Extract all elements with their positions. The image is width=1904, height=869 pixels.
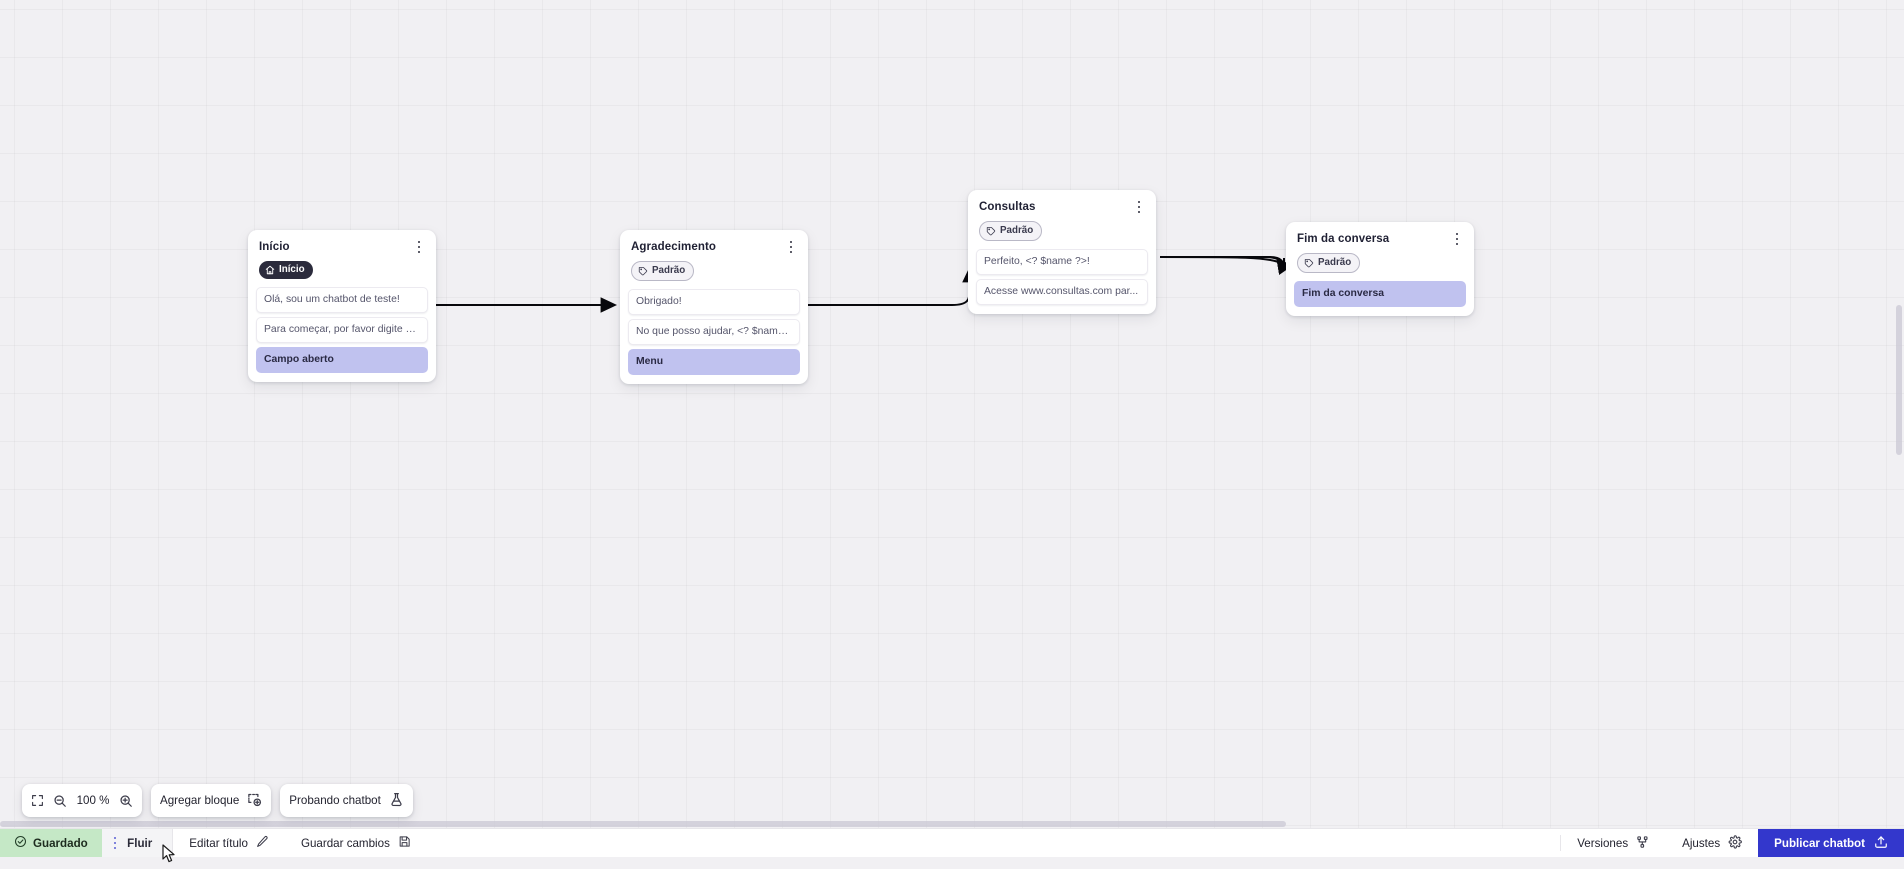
node-header: Consultas [976,198,1148,215]
node-row-accent[interactable]: Campo aberto [256,347,428,373]
tag-icon [638,266,648,276]
node-badge-label: Início [279,265,305,275]
node-menu-icon[interactable] [1132,199,1146,215]
node-menu-icon[interactable] [412,239,426,255]
tab-fluir[interactable]: Fluir [102,829,174,857]
flow-node-inicio[interactable]: Início Início Olá, sou um chatbot de tes… [248,230,436,382]
edge-agradecimento-to-consultas [806,268,970,305]
test-chatbot-group[interactable]: Probando chatbot [280,784,413,817]
edit-title-button[interactable]: Editar título [173,829,285,857]
saved-status-badge: Guardado [0,829,102,857]
horizontal-scrollbar[interactable] [0,821,1286,827]
save-changes-label: Guardar cambios [301,837,390,850]
test-chatbot-label: Probando chatbot [289,794,381,807]
node-title: Agradecimento [631,240,716,254]
home-icon [265,265,275,275]
publish-label: Publicar chatbot [1774,837,1865,850]
fullscreen-icon[interactable] [31,794,44,807]
upload-icon [1874,835,1888,852]
node-rows: Olá, sou um chatbot de teste! Para começ… [256,287,428,373]
edge-consultas-to-fim-line [1160,257,1284,270]
node-rows: Perfeito, <? $name ?>! Acesse www.consul… [976,249,1148,305]
node-row[interactable]: Olá, sou um chatbot de teste! [256,287,428,313]
bottom-status-bar: Guardado Fluir Editar título Guardar cam… [0,828,1904,857]
node-badge-default[interactable]: Padrão [979,221,1042,241]
node-badges: Padrão [1294,247,1466,273]
edge-consultas-to-fim-curve [1160,257,1288,269]
add-block-group[interactable]: Agregar bloque [151,784,271,817]
node-row[interactable]: Para começar, por favor digite o ... [256,317,428,343]
saved-label: Guardado [33,837,88,850]
node-badge-label: Padrão [652,266,685,276]
add-block-icon [247,792,262,810]
node-badges: Padrão [976,215,1148,241]
test-chatbot-button[interactable]: Probando chatbot [289,792,404,810]
tag-icon [986,226,996,236]
node-menu-icon[interactable] [784,239,798,255]
add-block-button[interactable]: Agregar bloque [160,792,262,810]
node-title: Consultas [979,200,1036,214]
drag-handle-icon[interactable] [114,837,116,849]
node-rows: Obrigado! No que posso ajudar, <? $name … [628,289,800,375]
add-block-label: Agregar bloque [160,794,239,807]
edge-consultas-to-fim [1160,257,1292,266]
node-badge-default[interactable]: Padrão [1297,253,1360,273]
node-badge-start[interactable]: Início [259,261,313,279]
node-menu-icon[interactable] [1450,231,1464,247]
zoom-out-icon[interactable] [53,794,67,808]
node-badge-default[interactable]: Padrão [631,261,694,281]
flow-node-fim-da-conversa[interactable]: Fim da conversa Padrão Fim da conversa [1286,222,1474,316]
vertical-scrollbar[interactable] [1896,305,1902,455]
save-changes-button[interactable]: Guardar cambios [285,829,427,857]
tab-fluir-label: Fluir [127,837,152,850]
check-circle-icon [14,835,27,851]
settings-button[interactable]: Ajustes [1666,829,1758,857]
zoom-level-label: 100 % [76,794,110,807]
publish-chatbot-button[interactable]: Publicar chatbot [1758,829,1904,857]
node-badge-label: Padrão [1318,258,1351,268]
node-badges: Padrão [628,255,800,281]
versions-label: Versiones [1577,837,1628,850]
bottombar-spacer [427,829,1560,857]
gear-icon [1728,835,1742,852]
node-row-accent[interactable]: Menu [628,349,800,375]
node-badge-label: Padrão [1000,226,1033,236]
save-disk-icon [398,835,411,851]
node-title: Fim da conversa [1297,232,1389,246]
settings-label: Ajustes [1682,837,1720,850]
node-badges: Início [256,255,428,279]
node-title: Início [259,240,290,254]
node-row-accent[interactable]: Fim da conversa [1294,281,1466,307]
node-row[interactable]: Obrigado! [628,289,800,315]
node-row[interactable]: No que posso ajudar, <? $name ... [628,319,800,345]
node-header: Agradecimento [628,238,800,255]
zoom-in-icon[interactable] [119,794,133,808]
tag-icon [1304,258,1314,268]
zoom-controls: 100 % [22,784,142,817]
flow-node-agradecimento[interactable]: Agradecimento Padrão Obrigado! No que po… [620,230,808,384]
node-rows: Fim da conversa [1294,281,1466,307]
canvas-toolbar: 100 % Agregar bloque Probando chatbot [22,784,413,817]
branch-icon [1636,835,1650,852]
node-row[interactable]: Perfeito, <? $name ?>! [976,249,1148,275]
edit-title-label: Editar título [189,837,248,850]
versions-button[interactable]: Versiones [1561,829,1666,857]
node-header: Início [256,238,428,255]
pencil-icon [256,835,269,851]
flow-node-consultas[interactable]: Consultas Padrão Perfeito, <? $name ?>! … [968,190,1156,314]
flask-icon [389,792,404,810]
node-row[interactable]: Acesse www.consultas.com par... [976,279,1148,305]
node-header: Fim da conversa [1294,230,1466,247]
